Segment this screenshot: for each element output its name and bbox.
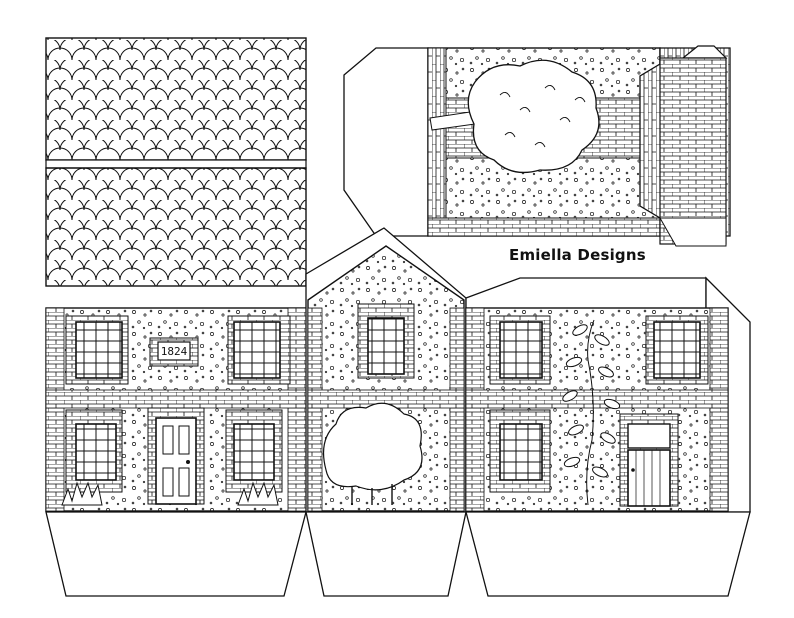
tree-icon: [323, 402, 423, 491]
window-icon: [233, 321, 281, 379]
door-icon: [155, 417, 197, 505]
chimney-piece: [343, 45, 731, 247]
window-icon: [75, 423, 117, 481]
brand-label: Emiella Designs: [509, 246, 646, 264]
roof-panel: [45, 37, 307, 287]
window-icon: [233, 423, 275, 481]
window-icon: [367, 317, 405, 375]
shrub-icon: [61, 481, 103, 506]
gable-wall: [305, 227, 467, 513]
window-icon: [499, 321, 543, 379]
window-icon: [75, 321, 123, 379]
window-icon: [653, 321, 701, 379]
shrub-icon: [237, 481, 279, 506]
base-flaps: [45, 511, 751, 597]
front-wall: 1824: [45, 307, 307, 512]
door-icon: [627, 449, 671, 507]
side-wall: [465, 276, 751, 513]
tree-canopy-icon: [467, 59, 600, 174]
year-plaque: 1824: [161, 345, 188, 358]
climbing-vine-icon: [562, 319, 621, 506]
window-icon: [499, 423, 543, 481]
